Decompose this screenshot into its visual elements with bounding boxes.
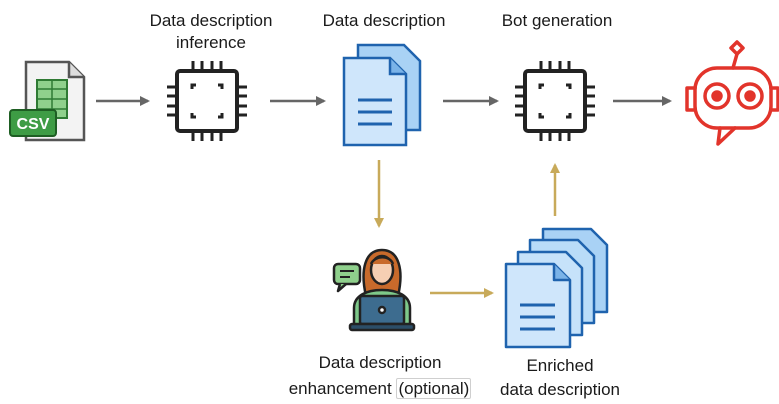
robot-icon <box>685 40 779 146</box>
chip-icon-inference <box>167 61 247 141</box>
data-description-label: Data description <box>322 11 446 30</box>
inference-label-line1: Data description <box>149 11 273 30</box>
stacked-documents-icon <box>504 227 609 349</box>
csv-file-icon: CSV <box>9 60 86 142</box>
enriched-label-line2: data description <box>499 380 621 399</box>
inference-label-line2: inference <box>176 33 246 52</box>
person-laptop-icon <box>332 248 416 332</box>
inference-label: Data description inference <box>132 10 290 54</box>
csv-text: CSV <box>17 116 50 133</box>
chip-icon-bot-generation <box>515 61 595 141</box>
bot-generation-label: Bot generation <box>501 11 613 30</box>
enhancement-label: Data description enhancement (optional) <box>282 350 478 402</box>
enriched-label-line1: Enriched <box>526 356 594 375</box>
enhancement-label-line2: enhancement (optional) <box>288 378 472 399</box>
enriched-label: Enriched data description <box>480 354 640 402</box>
document-icon <box>342 43 422 147</box>
enhancement-label-line1: Data description <box>318 353 442 372</box>
optional-tag: (optional) <box>396 378 472 399</box>
